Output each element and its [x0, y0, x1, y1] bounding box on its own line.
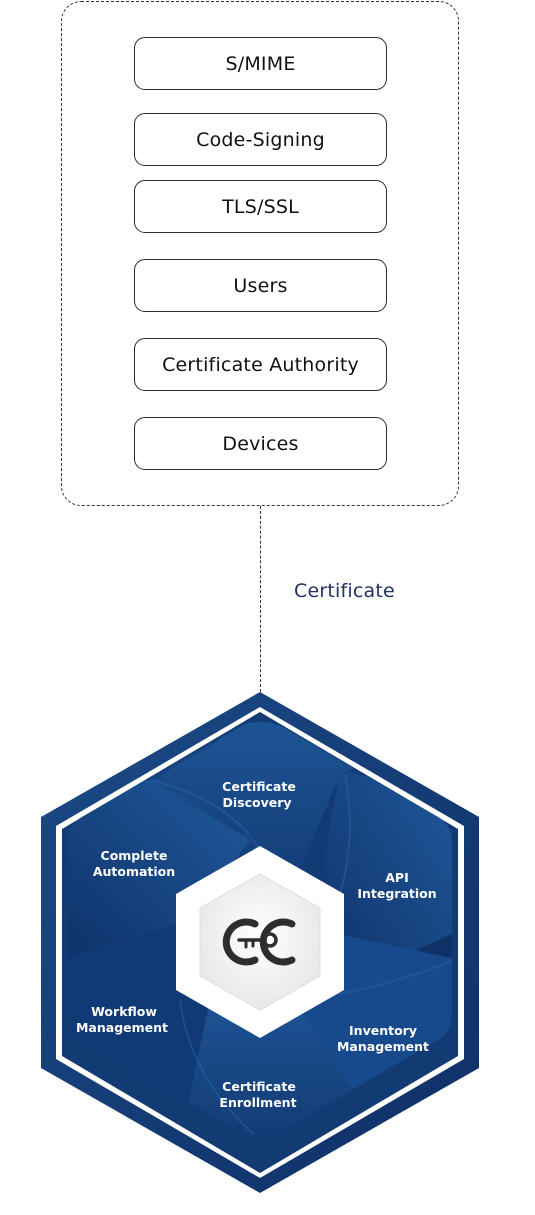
label-api-integration-2: Integration: [357, 886, 436, 901]
devices-box: Devices: [134, 417, 387, 470]
label-certificate-discovery-1: Certificate: [222, 779, 296, 794]
label-workflow-management-1: Workflow: [91, 1004, 157, 1019]
segment-certificate-enrollment: [170, 990, 360, 1135]
label-certificate-enrollment-2: Enrollment: [219, 1095, 296, 1110]
label-api-integration-1: API: [385, 870, 409, 885]
segment-complete-automation: [68, 780, 250, 960]
label-inventory-management-2: Management: [337, 1039, 429, 1054]
certificate-label: Certificate: [294, 580, 395, 602]
label-inventory-management-1: Inventory: [349, 1023, 417, 1038]
label-certificate-discovery-2: Discovery: [222, 795, 291, 810]
segment-api-integration: [320, 770, 452, 985]
label-complete-automation-2: Automation: [93, 864, 175, 879]
code-signing-box: Code-Signing: [134, 113, 387, 166]
tls-ssl-box: TLS/SSL: [134, 180, 387, 233]
label-certificate-enrollment-1: Certificate: [222, 1079, 296, 1094]
smime-box: S/MIME: [134, 37, 387, 90]
certificate-key-logo-icon: [222, 918, 296, 966]
users-box: Users: [134, 259, 387, 312]
dashed-connector-line: [260, 506, 261, 692]
label-workflow-management-2: Management: [76, 1020, 168, 1035]
label-complete-automation-1: Complete: [101, 848, 168, 863]
certificate-authority-box: Certificate Authority: [134, 338, 387, 391]
certificate-sources-group: [61, 1, 459, 506]
